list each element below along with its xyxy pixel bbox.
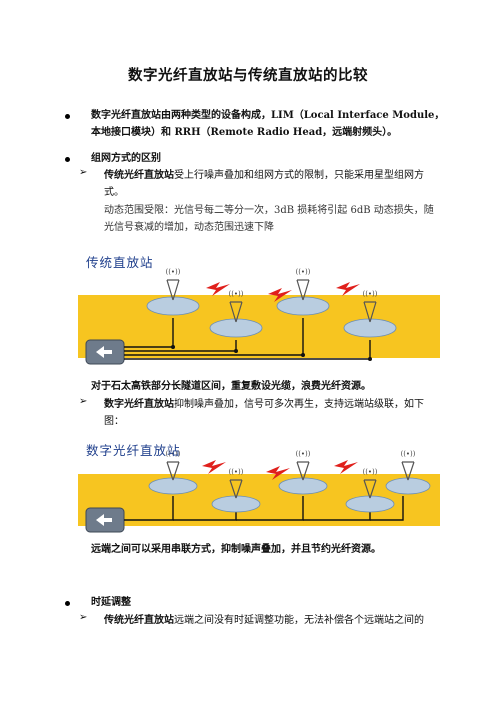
- term-digital: 数字光纤直放站: [104, 399, 174, 410]
- digital-diagram-svg: ((•)) ((•)) ((•)) ((•)) ((•)): [78, 450, 440, 533]
- bullet-dot: [65, 601, 70, 606]
- figure-1-caption: 对于石太高铁部分长隧道区间，重复敷设光缆，浪费光纤资源。: [91, 381, 371, 392]
- section-heading-delay: 时延调整: [91, 597, 131, 608]
- intro-line-2: 本地接口模块）和 RRH（Remote Radio Head，远端射频头）。: [91, 127, 398, 138]
- svg-text:((•)): ((•)): [228, 468, 243, 476]
- bullet-dot: [65, 157, 70, 162]
- traditional-repeater-diagram: ((•)) ((•)) ((•)) ((•)) 传统直放站: [78, 248, 440, 373]
- figure-title-traditional: 传统直放站: [86, 255, 154, 270]
- svg-text:((•)): ((•)): [400, 450, 415, 458]
- dynamic-range-line-2: 光信号衰减的增加，动态范围迅速下降: [104, 222, 274, 233]
- svg-text:((•)): ((•)): [362, 468, 377, 476]
- delay-paragraph-line-1: 传统光纤直放站远端之间没有时延调整功能，无法补偿各个远端站之间的: [104, 612, 424, 629]
- svg-text:((•)): ((•)): [295, 450, 310, 458]
- digital-repeater-diagram: ((•)) ((•)) ((•)) ((•)) ((•)) 数字光纤直放站: [78, 436, 440, 536]
- intro-line-1: 数字光纤直放站由两种类型的设备构成，LIM（Local Interface Mo…: [91, 110, 445, 121]
- svg-text:((•)): ((•)): [165, 268, 180, 276]
- arrow-bullet-icon: ➢: [79, 612, 88, 623]
- digital-paragraph-line-1: 数字光纤直放站抑制噪声叠加，信号可多次再生，支持远端站级联，如下: [104, 396, 424, 413]
- traditional-paragraph-line-1: 传统光纤直放站受上行噪声叠加和组网方式的限制，只能采用星型组网方: [104, 167, 424, 184]
- arrow-bullet-icon: ➢: [79, 167, 88, 178]
- svg-text:((•)): ((•)): [165, 450, 180, 458]
- term-traditional-delay: 传统光纤直放站: [104, 615, 174, 626]
- svg-text:((•)): ((•)): [228, 290, 243, 298]
- svg-text:((•)): ((•)): [295, 268, 310, 276]
- traditional-line-1-rest: 受上行噪声叠加和组网方式的限制，只能采用星型组网方: [174, 170, 424, 181]
- page-title: 数字光纤直放站与传统直放站的比较: [128, 67, 368, 84]
- svg-text:((•)): ((•)): [362, 290, 377, 298]
- figure-title-digital: 数字光纤直放站: [86, 443, 181, 458]
- traditional-paragraph-line-2: 式。: [104, 187, 124, 198]
- term-traditional: 传统光纤直放站: [104, 170, 174, 181]
- digital-line-1-rest: 抑制噪声叠加，信号可多次再生，支持远端站级联，如下: [174, 399, 424, 410]
- section-heading-networking: 组网方式的区别: [91, 153, 161, 164]
- arrow-bullet-icon: ➢: [79, 396, 88, 407]
- dynamic-range-line-1: 动态范围受限：光信号每二等分一次，3dB 损耗将引起 6dB 动态损失，随: [104, 205, 434, 216]
- figure-2-caption: 远端之间可以采用串联方式，抑制噪声叠加，并且节约光纤资源。: [91, 544, 381, 555]
- digital-paragraph-line-2: 图：: [104, 416, 124, 427]
- delay-line-1-rest: 远端之间没有时延调整功能，无法补偿各个远端站之间的: [174, 615, 424, 626]
- traditional-diagram-svg: ((•)) ((•)) ((•)) ((•)): [78, 268, 440, 365]
- bullet-dot: [65, 114, 70, 119]
